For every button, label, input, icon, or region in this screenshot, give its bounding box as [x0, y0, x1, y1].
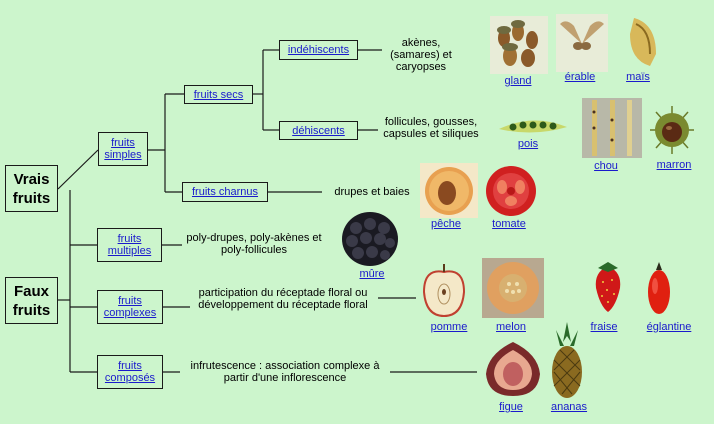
mais-caption[interactable]: maïs [626, 71, 650, 83]
melon-image [482, 258, 544, 318]
mais-image [630, 18, 656, 66]
faux-fruits-box: Faux fruits [5, 277, 58, 324]
faux-fruits-label: Faux fruits [12, 282, 51, 319]
mure-caption[interactable]: mûre [359, 268, 385, 280]
fruits-charnus-link[interactable]: fruits charnus [191, 186, 259, 198]
pois-image [499, 120, 567, 133]
peche-image [420, 163, 478, 218]
participation-description: participation du réceptade floral ou dév… [198, 287, 368, 311]
eglantine-caption[interactable]: églantine [646, 321, 692, 333]
ananas-caption[interactable]: ananas [550, 401, 588, 413]
fruits-composes-link[interactable]: fruits composés [104, 360, 156, 384]
chou-image [582, 98, 642, 158]
tomate-image [486, 166, 536, 216]
fruits-complexes-box[interactable]: fruits complexes [97, 290, 163, 324]
ananas-image [552, 322, 582, 398]
indehiscents-box[interactable]: indéhiscents [279, 40, 358, 60]
vrais-fruits-box: Vrais fruits [5, 165, 58, 212]
fruits-complexes-link[interactable]: fruits complexes [103, 295, 157, 319]
fruits-composes-box[interactable]: fruits composés [97, 355, 163, 389]
peche-caption[interactable]: pêche [431, 218, 461, 230]
drupes-description: drupes et baies [334, 186, 410, 198]
follicules-description: follicules, gousses, capsules et silique… [383, 116, 479, 140]
fruits-multiples-link[interactable]: fruits multiples [107, 233, 152, 257]
fruits-simples-box[interactable]: fruits simples [98, 132, 148, 166]
dehiscents-link[interactable]: déhiscents [292, 124, 345, 137]
indehiscents-link[interactable]: indéhiscents [287, 44, 350, 56]
eglantine-image [648, 262, 670, 314]
mure-image [342, 212, 398, 266]
pomme-image [422, 264, 466, 318]
dehiscents-box[interactable]: déhiscents [279, 121, 358, 140]
marron-caption[interactable]: marron [656, 159, 692, 171]
erable-image [556, 14, 608, 72]
fruits-multiples-box[interactable]: fruits multiples [97, 228, 162, 262]
marron-image [650, 106, 694, 154]
fraise-image [595, 262, 621, 312]
fruits-charnus-box[interactable]: fruits charnus [182, 182, 268, 202]
tomate-caption[interactable]: tomate [492, 218, 526, 230]
fruits-secs-box[interactable]: fruits secs [184, 85, 253, 104]
erable-caption[interactable]: érable [564, 71, 596, 83]
fraise-caption[interactable]: fraise [590, 321, 618, 333]
vrais-fruits-label: Vrais fruits [12, 170, 51, 207]
polydrupes-description: poly-drupes, poly-akènes et poly-follicu… [186, 232, 322, 256]
fruits-secs-link[interactable]: fruits secs [193, 88, 244, 101]
pois-caption[interactable]: pois [517, 138, 539, 150]
infrutescence-description: infrutescence : association complexe à p… [190, 360, 380, 384]
figue-image [486, 342, 540, 396]
pomme-caption[interactable]: pomme [430, 321, 468, 333]
gland-image [490, 16, 548, 74]
gland-caption[interactable]: gland [504, 75, 532, 87]
figue-caption[interactable]: figue [499, 401, 523, 413]
melon-caption[interactable]: melon [496, 321, 526, 333]
chou-caption[interactable]: chou [594, 160, 618, 172]
fruits-simples-link[interactable]: fruits simples [104, 137, 142, 161]
akenes-description: akènes, (samares) et caryopses [390, 37, 452, 73]
